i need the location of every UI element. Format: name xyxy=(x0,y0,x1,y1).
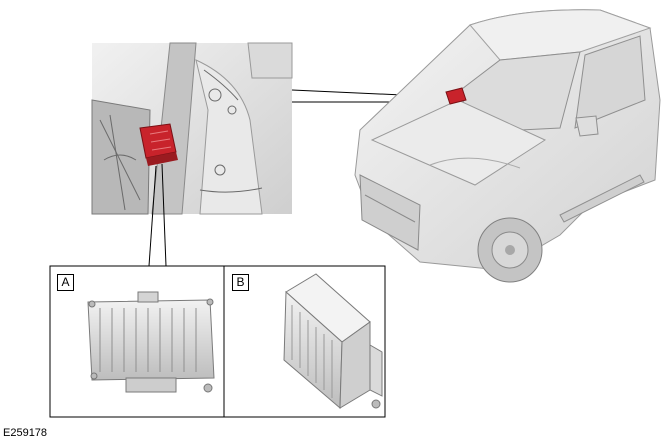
callout-a: A xyxy=(57,274,74,291)
module-b-illustration xyxy=(283,273,383,410)
highlighted-module-vehicle xyxy=(445,87,467,105)
callout-b-text: B xyxy=(236,275,245,289)
callout-b: B xyxy=(232,274,249,291)
vehicle-illustration xyxy=(354,9,661,283)
leader-line-to-detail-right xyxy=(161,163,167,267)
module-a-illustration xyxy=(87,291,215,393)
detail-inset xyxy=(91,42,293,215)
highlighted-module-inset xyxy=(139,123,178,166)
figure-id: E259178 xyxy=(3,427,48,439)
leader-line-to-detail-left xyxy=(148,165,157,267)
detail-frame xyxy=(49,265,386,418)
callout-a-text: A xyxy=(61,275,70,289)
